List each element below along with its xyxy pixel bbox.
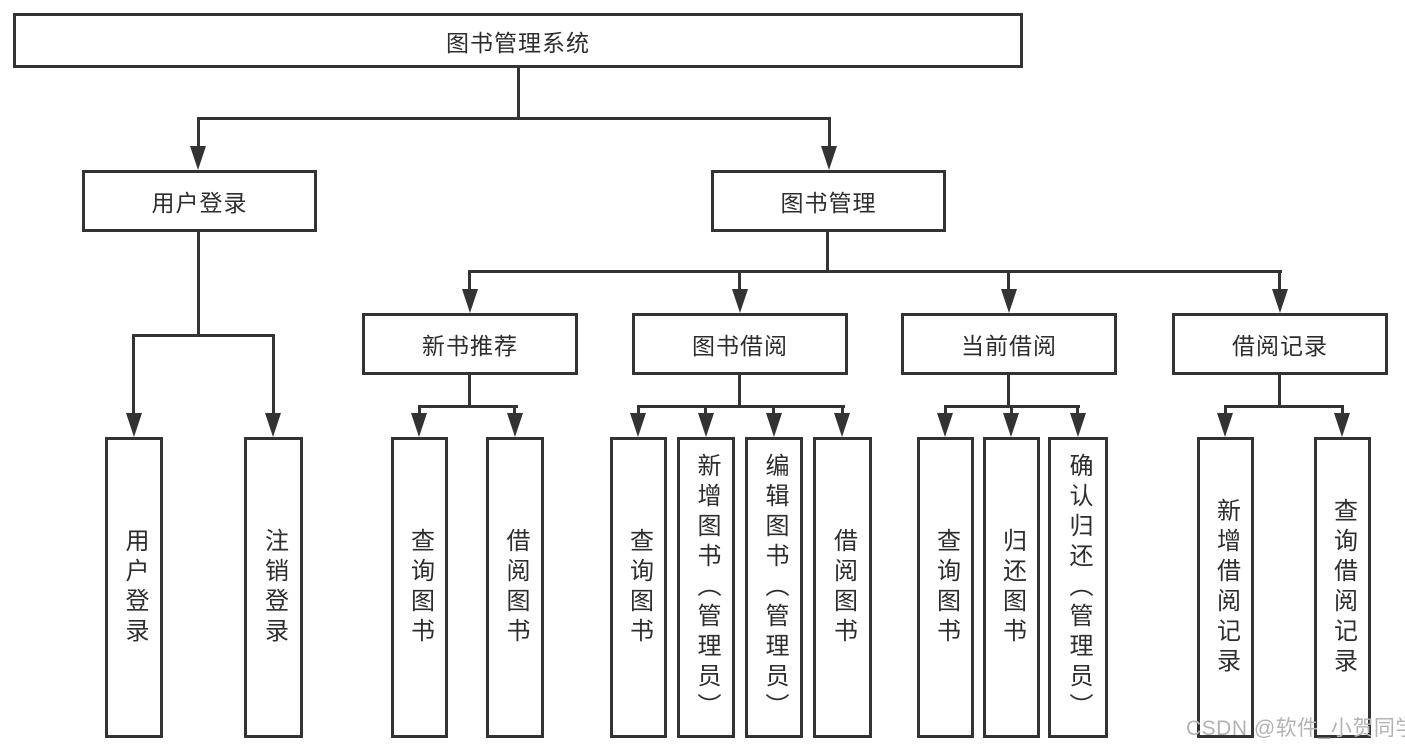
arrowhead-down-icon bbox=[937, 413, 953, 437]
connector-line bbox=[468, 271, 471, 289]
node-borrowing-records: 借阅记录 bbox=[1172, 313, 1388, 375]
connector-line bbox=[468, 270, 1282, 273]
node-new-book-recommend: 新书推荐 bbox=[362, 313, 578, 375]
leaf-borrowing-borrow-books: 借阅图书 bbox=[813, 437, 872, 738]
connector-line bbox=[828, 118, 831, 146]
connector-line bbox=[517, 68, 520, 118]
arrowhead-down-icon bbox=[630, 413, 646, 437]
node-user-login-label: 用户登录 bbox=[151, 190, 248, 216]
connector-line bbox=[1076, 406, 1079, 413]
connector-line bbox=[1224, 405, 1344, 408]
leaf-borrowing-edit-books-admin: 编辑图书（管理员） bbox=[745, 437, 803, 738]
connector-line bbox=[772, 406, 775, 413]
node-book-management: 图书管理 bbox=[711, 170, 946, 232]
leaf-borrowing-borrow-books-label: 借阅图书 bbox=[829, 527, 857, 648]
connector-line bbox=[1007, 375, 1010, 407]
leaf-recommend-query-books-label: 查询图书 bbox=[406, 527, 434, 648]
connector-line bbox=[197, 232, 200, 335]
leaf-records-add-record: 新增借阅记录 bbox=[1197, 437, 1254, 738]
leaf-current-query-books-label: 查询图书 bbox=[932, 527, 960, 648]
leaf-records-query-record-label: 查询借阅记录 bbox=[1329, 497, 1357, 678]
connector-line bbox=[1010, 406, 1013, 413]
leaf-recommend-query-books: 查询图书 bbox=[391, 437, 448, 738]
connector-line bbox=[738, 271, 741, 289]
leaf-borrowing-query-books: 查询图书 bbox=[610, 437, 667, 738]
arrowhead-down-icon bbox=[265, 413, 281, 437]
connector-line bbox=[1224, 406, 1227, 413]
leaf-current-query-books: 查询图书 bbox=[917, 437, 974, 738]
node-current-borrowing: 当前借阅 bbox=[901, 313, 1117, 375]
arrowhead-down-icon bbox=[766, 413, 782, 437]
connector-line bbox=[418, 406, 421, 413]
arrowhead-down-icon bbox=[821, 146, 837, 170]
arrowhead-down-icon bbox=[411, 413, 427, 437]
connector-line bbox=[738, 375, 741, 407]
connector-line bbox=[944, 406, 947, 413]
leaf-logout: 注销登录 bbox=[244, 437, 303, 738]
leaf-current-return-books: 归还图书 bbox=[983, 437, 1040, 738]
leaf-recommend-borrow-books: 借阅图书 bbox=[486, 437, 544, 738]
leaf-borrowing-add-books-admin: 新增图书（管理员） bbox=[677, 437, 735, 738]
connector-line bbox=[197, 117, 831, 120]
connector-line bbox=[513, 406, 516, 413]
leaf-user-login-label: 用户登录 bbox=[121, 527, 148, 648]
connector-line bbox=[272, 335, 275, 413]
connector-line bbox=[826, 232, 829, 272]
watermark: CSDN @软件_小贺同学 bbox=[1186, 717, 1405, 740]
connector-line bbox=[1278, 375, 1281, 407]
node-root: 图书管理系统 bbox=[13, 13, 1023, 68]
leaf-current-confirm-return-admin: 确认归还（管理员） bbox=[1048, 437, 1108, 738]
arrowhead-down-icon bbox=[1070, 413, 1086, 437]
arrowhead-down-icon bbox=[126, 413, 142, 437]
node-book-borrowing-label: 图书借阅 bbox=[692, 333, 788, 359]
arrowhead-down-icon bbox=[190, 146, 206, 170]
connector-line bbox=[841, 406, 844, 413]
connector-line bbox=[132, 335, 135, 413]
node-user-login: 用户登录 bbox=[82, 170, 317, 232]
node-book-management-label: 图书管理 bbox=[780, 190, 877, 216]
connector-line bbox=[418, 405, 518, 408]
leaf-borrowing-add-books-admin-label: 新增图书（管理员） bbox=[693, 452, 720, 723]
arrowhead-down-icon bbox=[698, 413, 714, 437]
connector-line bbox=[132, 334, 275, 337]
connector-line bbox=[1341, 406, 1344, 413]
leaf-current-confirm-return-admin-label: 确认归还（管理员） bbox=[1065, 452, 1092, 723]
arrowhead-down-icon bbox=[1334, 413, 1350, 437]
connector-line bbox=[1278, 271, 1281, 289]
arrowhead-down-icon bbox=[1001, 289, 1017, 313]
leaf-user-login: 用户登录 bbox=[105, 437, 163, 738]
node-borrowing-records-label: 借阅记录 bbox=[1232, 333, 1328, 359]
connector-line bbox=[704, 406, 707, 413]
connector-line bbox=[637, 406, 640, 413]
leaf-records-query-record: 查询借阅记录 bbox=[1314, 437, 1371, 738]
arrowhead-down-icon bbox=[462, 289, 478, 313]
arrowhead-down-icon bbox=[1272, 289, 1288, 313]
arrowhead-down-icon bbox=[1003, 413, 1019, 437]
leaf-logout-label: 注销登录 bbox=[260, 527, 288, 648]
leaf-borrowing-edit-books-admin-label: 编辑图书（管理员） bbox=[761, 452, 788, 723]
connector-line bbox=[468, 375, 471, 407]
node-root-label: 图书管理系统 bbox=[446, 29, 590, 56]
arrowhead-down-icon bbox=[834, 413, 850, 437]
arrowhead-down-icon bbox=[1217, 413, 1233, 437]
leaf-records-add-record-label: 新增借阅记录 bbox=[1212, 497, 1240, 678]
leaf-borrowing-query-books-label: 查询图书 bbox=[625, 527, 653, 648]
arrowhead-down-icon bbox=[732, 289, 748, 313]
node-new-book-recommend-label: 新书推荐 bbox=[422, 333, 518, 359]
leaf-current-return-books-label: 归还图书 bbox=[998, 527, 1026, 648]
arrowhead-down-icon bbox=[507, 413, 523, 437]
node-book-borrowing: 图书借阅 bbox=[632, 313, 848, 375]
connector-line bbox=[1007, 271, 1010, 289]
leaf-recommend-borrow-books-label: 借阅图书 bbox=[502, 527, 529, 648]
connector-line bbox=[637, 405, 845, 408]
connector-line bbox=[197, 118, 200, 146]
node-current-borrowing-label: 当前借阅 bbox=[961, 333, 1057, 359]
